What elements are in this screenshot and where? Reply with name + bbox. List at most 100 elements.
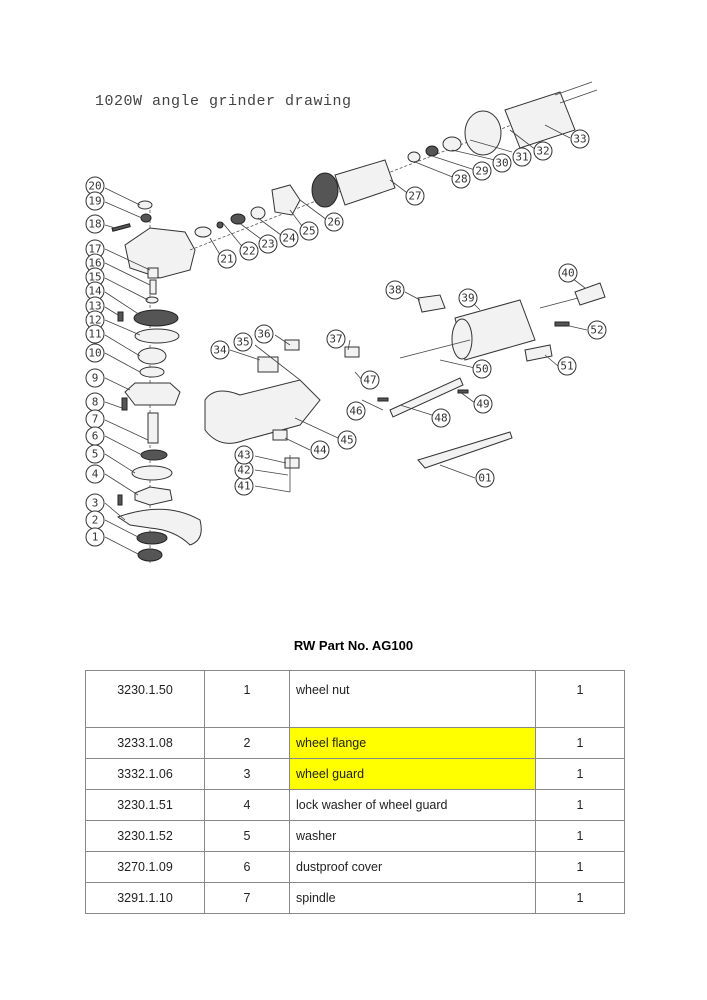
svg-text:33: 33 xyxy=(573,133,586,146)
table-row: 3233.1.08 2 wheel flange 1 xyxy=(85,727,625,759)
svg-text:13: 13 xyxy=(88,300,101,313)
callout-22: 22 xyxy=(239,241,259,261)
svg-text:47: 47 xyxy=(363,374,376,387)
callout-10: 10 xyxy=(85,343,105,363)
svg-text:31: 31 xyxy=(515,151,528,164)
table-row: 3230.1.50 1 wheel nut 1 xyxy=(85,670,625,728)
callout-33: 33 xyxy=(570,129,590,149)
svg-text:1: 1 xyxy=(92,531,99,544)
armature-parts xyxy=(189,81,598,251)
callout-29: 29 xyxy=(472,161,492,181)
callout-38: 38 xyxy=(385,280,405,300)
part-number: 3 xyxy=(204,758,290,790)
svg-text:50: 50 xyxy=(475,363,488,376)
callout-48: 48 xyxy=(431,408,451,428)
svg-text:30: 30 xyxy=(495,157,508,170)
callout-01: 01 xyxy=(475,468,495,488)
callout-18: 18 xyxy=(85,214,105,234)
part-code: 3270.1.09 xyxy=(85,851,205,883)
callout-52: 52 xyxy=(587,320,607,340)
svg-text:41: 41 xyxy=(237,480,250,493)
part-number: 7 xyxy=(204,882,290,914)
table-row: 3291.1.10 7 spindle 1 xyxy=(85,882,625,914)
callout-27: 27 xyxy=(405,186,425,206)
part-code: 3332.1.06 xyxy=(85,758,205,790)
callout-37: 37 xyxy=(326,329,346,349)
svg-text:24: 24 xyxy=(282,232,296,245)
callout-13: 13 xyxy=(85,296,105,316)
callout-49: 49 xyxy=(473,394,493,414)
svg-text:27: 27 xyxy=(408,190,421,203)
svg-text:17: 17 xyxy=(88,243,101,256)
callout-5: 5 xyxy=(85,444,105,464)
svg-text:20: 20 xyxy=(88,180,101,193)
part-code: 3230.1.51 xyxy=(85,789,205,821)
table-row: 3230.1.51 4 lock washer of wheel guard 1 xyxy=(85,789,625,821)
callout-51: 51 xyxy=(557,356,577,376)
part-quantity: 1 xyxy=(535,882,625,914)
callout-23: 23 xyxy=(258,234,278,254)
svg-text:46: 46 xyxy=(349,405,362,418)
part-number: 2 xyxy=(204,727,290,759)
part-quantity: 1 xyxy=(535,851,625,883)
part-description: wheel guard xyxy=(289,758,536,790)
callout-39: 39 xyxy=(458,288,478,308)
part-quantity: 1 xyxy=(535,670,625,728)
svg-text:36: 36 xyxy=(257,328,270,341)
part-description: dustproof cover xyxy=(289,851,536,883)
callout-20: 20 xyxy=(85,176,105,196)
svg-text:34: 34 xyxy=(213,344,227,357)
svg-text:14: 14 xyxy=(88,285,102,298)
callout-7: 7 xyxy=(85,409,105,429)
callout-19: 19 xyxy=(85,191,105,211)
part-code: 3291.1.10 xyxy=(85,882,205,914)
part-description: wheel nut xyxy=(289,670,536,728)
callout-31: 31 xyxy=(512,147,532,167)
svg-text:9: 9 xyxy=(92,372,99,385)
svg-text:28: 28 xyxy=(454,173,467,186)
svg-text:32: 32 xyxy=(536,145,549,158)
svg-text:39: 39 xyxy=(461,292,474,305)
part-number: 5 xyxy=(204,820,290,852)
callout-35: 35 xyxy=(233,332,253,352)
svg-text:01: 01 xyxy=(478,472,491,485)
callout-12: 12 xyxy=(85,310,105,330)
svg-text:49: 49 xyxy=(476,398,489,411)
callout-9: 9 xyxy=(85,368,105,388)
gear-head-parts xyxy=(111,200,202,565)
svg-text:45: 45 xyxy=(340,434,353,447)
part-description: lock washer of wheel guard xyxy=(289,789,536,821)
svg-text:7: 7 xyxy=(92,413,99,426)
callout-24: 24 xyxy=(279,228,299,248)
callout-21: 21 xyxy=(217,249,237,269)
drawing-title: 1020W angle grinder drawing xyxy=(95,93,352,110)
svg-text:8: 8 xyxy=(92,396,99,409)
svg-text:18: 18 xyxy=(88,218,101,231)
svg-text:29: 29 xyxy=(475,165,488,178)
table-row: 3270.1.09 6 dustproof cover 1 xyxy=(85,851,625,883)
callout-50: 50 xyxy=(472,359,492,379)
part-code: 3233.1.08 xyxy=(85,727,205,759)
callout-25: 25 xyxy=(299,221,319,241)
part-quantity: 1 xyxy=(535,727,625,759)
callout-6: 6 xyxy=(85,426,105,446)
svg-text:2: 2 xyxy=(92,514,99,527)
callout-4: 4 xyxy=(85,464,105,484)
svg-text:11: 11 xyxy=(88,328,101,341)
callout-32: 32 xyxy=(533,141,553,161)
callout-47: 47 xyxy=(360,370,380,390)
svg-text:21: 21 xyxy=(220,253,233,266)
svg-text:42: 42 xyxy=(237,464,250,477)
svg-text:19: 19 xyxy=(88,195,101,208)
svg-text:38: 38 xyxy=(388,284,401,297)
part-quantity: 1 xyxy=(535,758,625,790)
svg-text:26: 26 xyxy=(327,216,340,229)
callout-41: 41 xyxy=(234,476,254,496)
callout-16: 16 xyxy=(85,253,105,273)
housing-parts xyxy=(204,282,606,492)
svg-text:37: 37 xyxy=(329,333,342,346)
svg-text:35: 35 xyxy=(236,336,249,349)
callout-42: 42 xyxy=(234,460,254,480)
svg-text:25: 25 xyxy=(302,225,315,238)
callout-28: 28 xyxy=(451,169,471,189)
